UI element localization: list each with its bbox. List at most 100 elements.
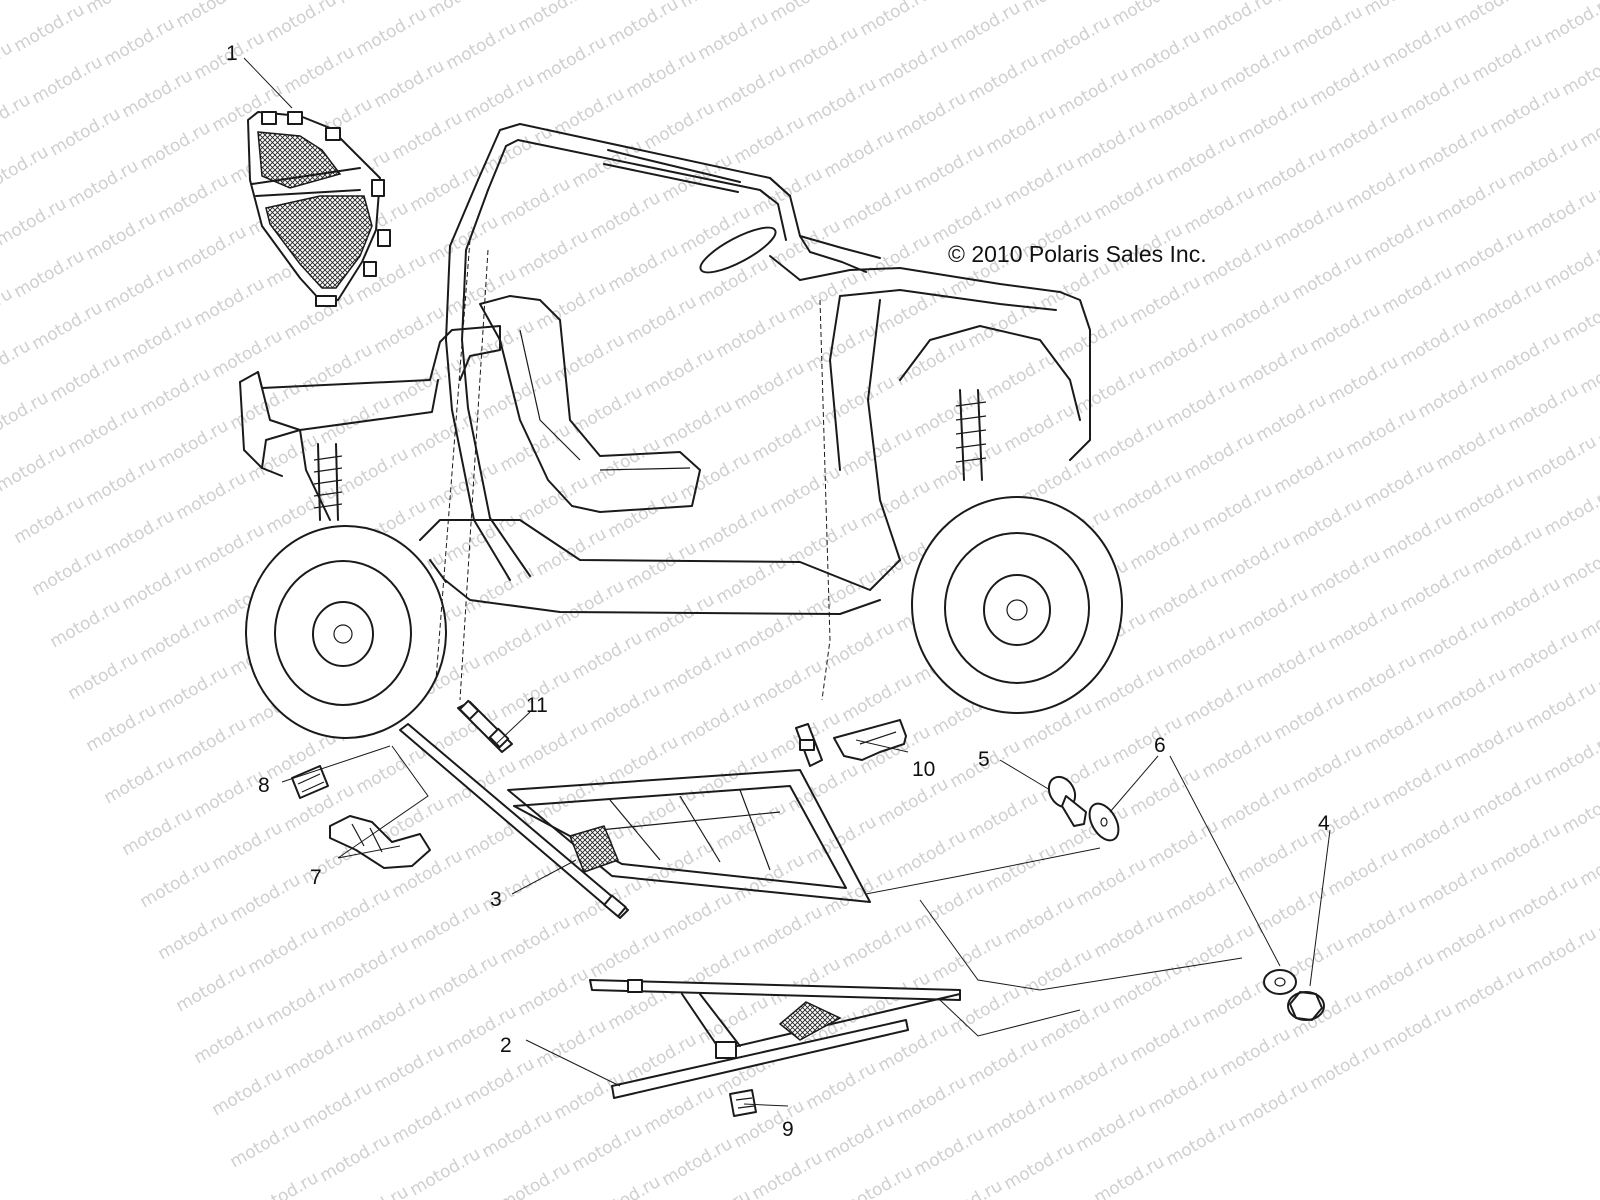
copyright-notice: © 2010 Polaris Sales Inc. [948, 241, 1207, 267]
watermark-text: motod.ru [209, 818, 287, 874]
watermark-text: motod.ru [983, 102, 1061, 158]
watermark-text: motod.ru [1325, 598, 1403, 654]
watermark-text: motod.ru [11, 492, 89, 548]
watermark-text: motod.ru [1379, 16, 1457, 72]
watermark-text: motod.ru [407, 1144, 485, 1200]
watermark-text: motod.ru [911, 878, 989, 934]
watermark-text: motod.ru [1361, 456, 1439, 512]
watermark-text: motod.ru [371, 302, 449, 358]
watermark-text: motod.ru [227, 1116, 305, 1172]
watermark-text: motod.ru [191, 274, 269, 330]
watermark-text: motod.ru [209, 1064, 287, 1120]
watermark-text: motod.ru [335, 0, 413, 8]
watermark-text: motod.ru [1523, 432, 1600, 488]
watermark-text: motod.ru [857, 476, 935, 532]
watermark-text: motod.ru [1361, 0, 1439, 20]
watermark-text: motod.ru [1487, 82, 1565, 138]
callout-5: 5 [978, 748, 990, 771]
watermark-text: motod.ru [47, 596, 125, 652]
watermark-text: motod.ru [533, 770, 611, 826]
watermark-text: motod.ru [1361, 210, 1439, 266]
watermark-text: motod.ru [353, 4, 431, 60]
watermark-text: motod.ru [1523, 924, 1600, 980]
watermark-text: motod.ru [317, 1130, 395, 1186]
watermark-text: motod.ru [425, 0, 503, 22]
watermark-text: motod.ru [1001, 1138, 1079, 1194]
watermark-text: motod.ru [443, 264, 521, 320]
watermark-text: motod.ru [1415, 858, 1493, 914]
watermark-text: motod.ru [605, 486, 683, 542]
watermark-text: motod.ru [47, 350, 125, 406]
watermark-text: motod.ru [695, 8, 773, 64]
watermark-text: motod.ru [1253, 882, 1331, 938]
watermark-text: motod.ru [785, 22, 863, 78]
watermark-text: motod.ru [1145, 324, 1223, 380]
watermark-text: motod.ru [281, 1026, 359, 1082]
watermark-text: motod.ru [1037, 12, 1115, 68]
callout-3: 3 [490, 888, 502, 911]
watermark-text: motod.ru [1235, 92, 1313, 148]
watermark-text: motod.ru [1127, 26, 1205, 82]
watermark-text: motod.ru [983, 348, 1061, 404]
watermark-text: motod.ru [245, 1168, 323, 1200]
part-5-push-rivet [1047, 775, 1087, 827]
watermark-text: motod.ru [173, 714, 251, 770]
watermark-text: motod.ru [191, 520, 269, 576]
watermark-text: motod.ru [587, 434, 665, 490]
watermark-text: motod.ru [731, 358, 809, 414]
watermark-text: motod.ru [1073, 1100, 1151, 1156]
watermark-text: motod.ru [155, 908, 233, 964]
watermark-text: motod.ru [929, 192, 1007, 248]
watermark-text: motod.ru [1199, 234, 1277, 290]
watermark-text: motod.ru [1559, 290, 1600, 346]
watermark-text: motod.ru [1379, 1000, 1457, 1056]
watermark-text: motod.ru [1289, 494, 1367, 550]
watermark-text: motod.ru [569, 628, 647, 684]
watermark-text: motod.ru [1199, 726, 1277, 782]
part-9-strap-slide [729, 1089, 757, 1117]
watermark-text: motod.ru [1289, 740, 1367, 796]
watermark-text: motod.ru [983, 840, 1061, 896]
watermark-text: motod.ru [1415, 120, 1493, 176]
watermark-text: motod.ru [1325, 352, 1403, 408]
watermark-text: motod.ru [65, 402, 143, 458]
part-6-washer [1088, 802, 1120, 842]
watermark-text: motod.ru [803, 1058, 881, 1114]
watermark-text: motod.ru [1055, 1048, 1133, 1104]
watermark-text: motod.ru [425, 212, 503, 268]
callout-10: 10 [912, 758, 935, 781]
watermark-text: motod.ru [1181, 182, 1259, 238]
watermark-text: motod.ru [713, 306, 791, 362]
watermark-text: motod.ru [893, 334, 971, 390]
watermark-text: motod.ru [137, 610, 215, 666]
watermark-text: motod.ru [119, 804, 197, 860]
watermark-text: motod.ru [839, 178, 917, 234]
watermark-text: motod.ru [317, 392, 395, 448]
watermark-text: motod.ru [173, 222, 251, 278]
watermark-text: motod.ru [1163, 868, 1241, 924]
watermark-text: motod.ru [1019, 944, 1097, 1000]
watermark-text: motod.ru [713, 60, 791, 116]
watermark-text: motod.ru [533, 524, 611, 580]
watermark-text: motod.ru [1217, 1024, 1295, 1080]
part-11-strap [457, 699, 513, 753]
watermark-text: motod.ru [407, 160, 485, 216]
watermark-text: motod.ru [587, 680, 665, 736]
watermark-text: motod.ru [1451, 470, 1529, 526]
watermark-text: motod.ru [1523, 678, 1600, 734]
watermark-text: motod.ru [1343, 896, 1421, 952]
watermark-text: motod.ru [965, 50, 1043, 106]
callout-7: 7 [310, 866, 322, 889]
watermark-text: motod.ru [281, 42, 359, 98]
watermark-text: motod.ru [1109, 0, 1187, 30]
watermark-text: motod.ru [1217, 286, 1295, 342]
watermark-text: motod.ru [497, 1158, 575, 1200]
watermark-text: motod.ru [497, 912, 575, 968]
watermark-text: motod.ru [1145, 1062, 1223, 1118]
watermark-text: motod.ru [839, 670, 917, 726]
watermark-text: motod.ru [1037, 996, 1115, 1052]
watermark-text: motod.ru [1433, 172, 1511, 228]
watermark-text: motod.ru [47, 104, 125, 160]
watermark-text: motod.ru [1289, 2, 1367, 58]
watermark-text: motod.ru [461, 70, 539, 126]
